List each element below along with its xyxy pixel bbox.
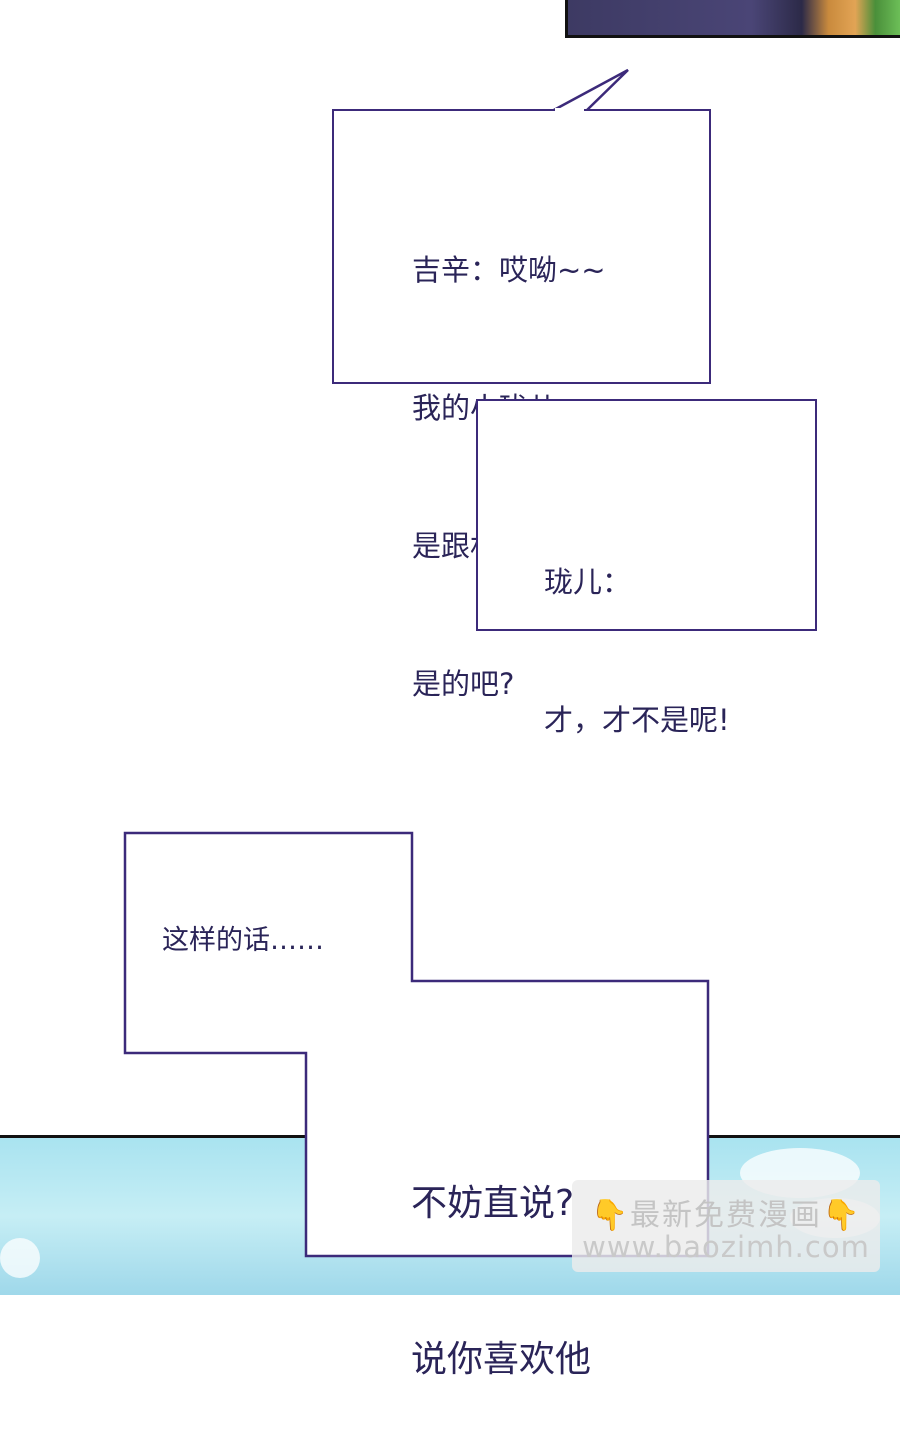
watermark-badge: 👇最新免费漫画👇 www.baozimh.com — [572, 1180, 880, 1272]
pointing-down-hand-icon: 👇 — [590, 1198, 630, 1233]
watermark-title: 最新免费漫画 — [630, 1198, 822, 1233]
bubble-line: 吉辛：哎呦~~ — [412, 253, 606, 287]
bubble-line: 这样的话…… — [162, 925, 324, 956]
top-comic-panel — [565, 0, 900, 38]
bubble-line: 是的吧? — [412, 667, 515, 701]
bubble-line: 不妨直说? — [411, 1183, 575, 1224]
watermark-title-row: 👇最新免费漫画👇 — [572, 1190, 880, 1234]
speech-bubble-longer: 珑儿： 才，才不是呢! — [476, 399, 817, 737]
bubble-line: 珑儿： — [544, 565, 632, 599]
watermark-url: www.baozimh.com — [582, 1230, 870, 1264]
bubble-line: 说你喜欢他 — [411, 1339, 592, 1380]
bubble-text-block: 不妨直说? 说你喜欢他 — [411, 1074, 591, 1438]
pointing-down-hand-icon: 👇 — [822, 1198, 862, 1233]
tail-join — [555, 108, 584, 112]
bubble-line: 才，才不是呢! — [544, 703, 730, 737]
